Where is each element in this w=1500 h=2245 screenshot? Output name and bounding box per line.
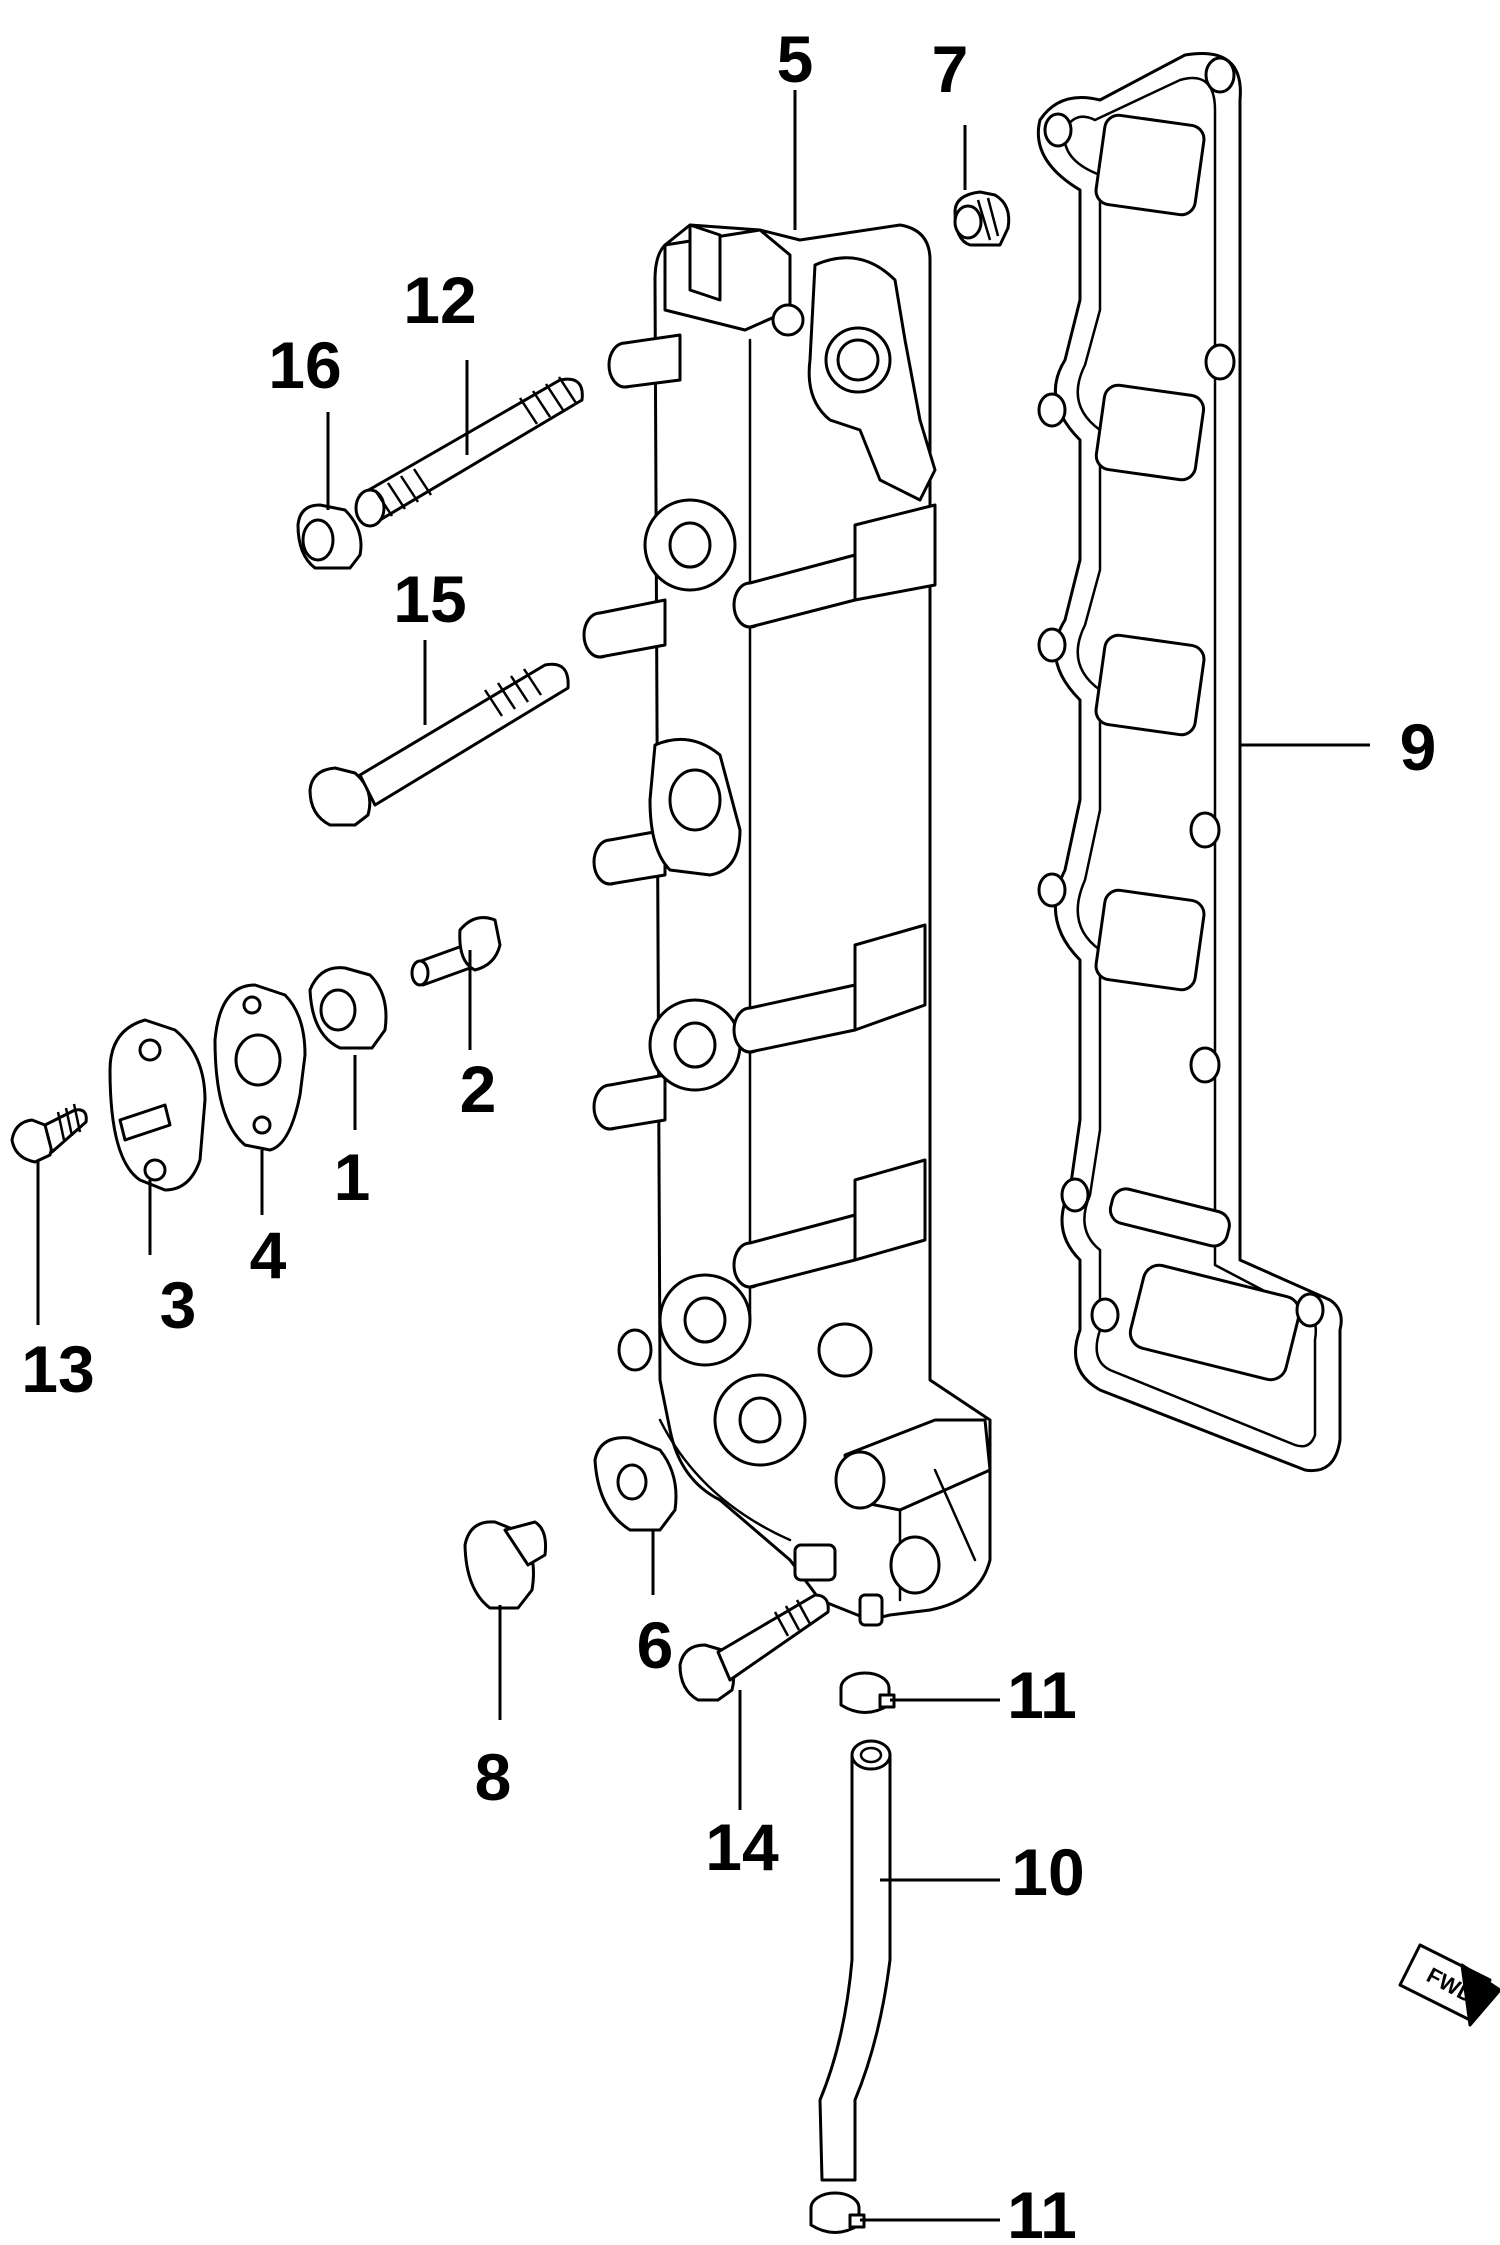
plug-part-8 [463, 1520, 547, 1610]
bolt-part-13 [10, 1103, 88, 1164]
callout-15: 15 [393, 562, 466, 636]
callout-13: 13 [21, 1332, 94, 1406]
callout-7: 7 [932, 32, 969, 106]
callout-10: 10 [1011, 1835, 1084, 1909]
bolt-part-2 [410, 916, 502, 987]
nut-part-16 [296, 503, 363, 570]
gasket-part-4 [213, 983, 307, 1152]
plug-part-7 [953, 190, 1011, 247]
stud-part-12 [354, 376, 584, 528]
bolt-part-14 [678, 1593, 830, 1702]
cover-part-3 [108, 1018, 207, 1192]
leader-lines [36, 90, 1370, 2222]
hose-part-10 [818, 1739, 892, 2182]
callout-3: 3 [160, 1268, 197, 1342]
washer-part-6 [593, 1436, 678, 1532]
forward-direction-arrow-icon: FWD [1398, 1943, 1500, 2027]
callout-11-bottom: 11 [1007, 2178, 1077, 2245]
callout-9: 9 [1400, 710, 1437, 784]
callout-12: 12 [403, 263, 476, 337]
callout-14: 14 [705, 1810, 779, 1884]
clamp-part-11-bottom [809, 2191, 866, 2234]
gasket-part-9 [1036, 52, 1343, 1473]
callout-6: 6 [637, 1608, 674, 1682]
callout-16: 16 [268, 328, 341, 402]
callout-2: 2 [460, 1052, 497, 1126]
callout-1: 1 [334, 1140, 371, 1214]
callout-8: 8 [475, 1740, 512, 1814]
callout-5: 5 [777, 22, 814, 96]
callout-labels: 1 2 3 4 5 6 7 8 9 10 11 11 12 13 14 15 1… [21, 22, 1436, 2245]
exhaust-manifold-part-5 [582, 223, 992, 1627]
washer-part-1 [308, 966, 388, 1050]
bolt-part-15 [308, 662, 570, 827]
clamp-part-11-top [839, 1671, 896, 1714]
callout-11-top: 11 [1007, 1658, 1077, 1732]
callout-4: 4 [250, 1218, 287, 1292]
